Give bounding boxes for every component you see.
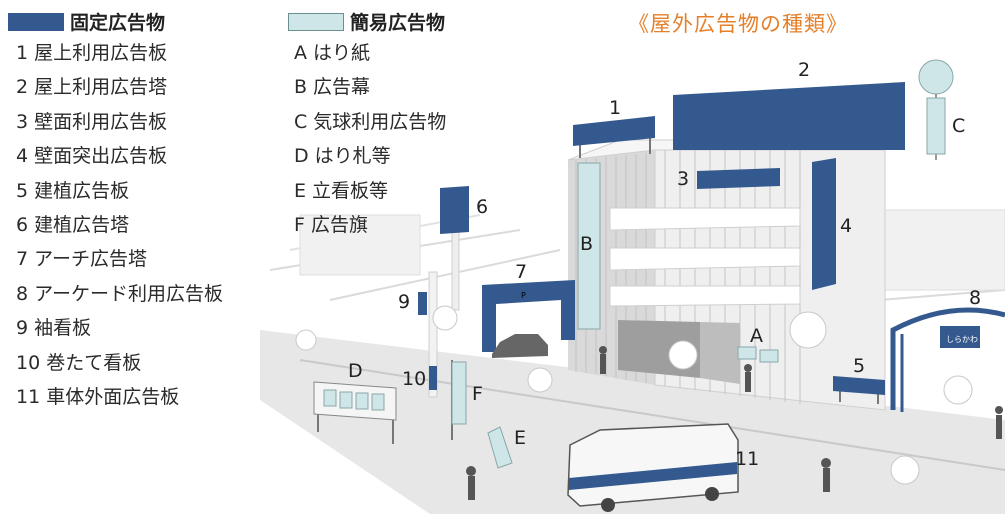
rooftop-advertising-board xyxy=(573,116,655,158)
label-5: 5 xyxy=(853,355,865,377)
label-b: B xyxy=(580,233,593,255)
pedestrians xyxy=(466,346,1003,500)
standing-sign-board xyxy=(487,426,513,469)
legend-simple-label: 簡易広告物 xyxy=(350,12,446,34)
label-e: E xyxy=(514,427,526,449)
standing-advertising-board xyxy=(833,376,885,404)
label-c: C xyxy=(952,115,965,137)
balloon-advertisement xyxy=(918,59,954,160)
bus xyxy=(567,423,739,512)
advertising-flag xyxy=(451,360,467,440)
legend-simple: 簡易広告物 xyxy=(288,8,445,35)
fixed-swatch xyxy=(8,12,64,31)
wall-projecting-board xyxy=(812,158,836,290)
label-10: 10 xyxy=(402,368,426,390)
main-building xyxy=(567,139,886,411)
label-9: 9 xyxy=(398,291,410,313)
arcade: しらかわ xyxy=(890,307,1005,412)
notice-board xyxy=(313,381,397,444)
poster xyxy=(737,346,757,360)
standing-advertising-tower xyxy=(440,186,469,311)
projecting-sign xyxy=(418,292,427,315)
label-1: 1 xyxy=(609,97,621,119)
legend-fixed-label: 固定広告物 xyxy=(70,12,166,34)
label-a: A xyxy=(750,325,763,347)
label-7: 7 xyxy=(515,261,527,283)
label-11: 11 xyxy=(735,448,759,470)
arch-sign-text: P xyxy=(521,291,526,300)
label-2: 2 xyxy=(798,59,810,81)
rooftop-advertising-tower xyxy=(673,82,905,150)
label-4: 4 xyxy=(840,215,852,237)
poster xyxy=(759,349,779,363)
arcade-sign-text: しらかわ xyxy=(946,335,978,344)
label-f: F xyxy=(472,383,483,405)
pole-wrapped-sign xyxy=(429,366,437,390)
label-8: 8 xyxy=(969,287,981,309)
car xyxy=(492,334,548,358)
diagram-title: 《屋外広告物の種類》 xyxy=(628,12,848,36)
arch-advertising-tower: P xyxy=(482,280,575,352)
label-d: D xyxy=(348,360,363,382)
simple-swatch xyxy=(288,12,344,31)
legend-fixed: 固定広告物 xyxy=(8,8,165,35)
bus-body-advertisement xyxy=(569,462,737,490)
trees xyxy=(295,305,973,485)
advertising-banner xyxy=(577,162,601,330)
label-3: 3 xyxy=(677,168,689,190)
arcade-advertising-board xyxy=(940,326,980,348)
wall-advertising-board xyxy=(697,168,780,189)
street-pole xyxy=(418,271,438,398)
label-6: 6 xyxy=(476,196,488,218)
